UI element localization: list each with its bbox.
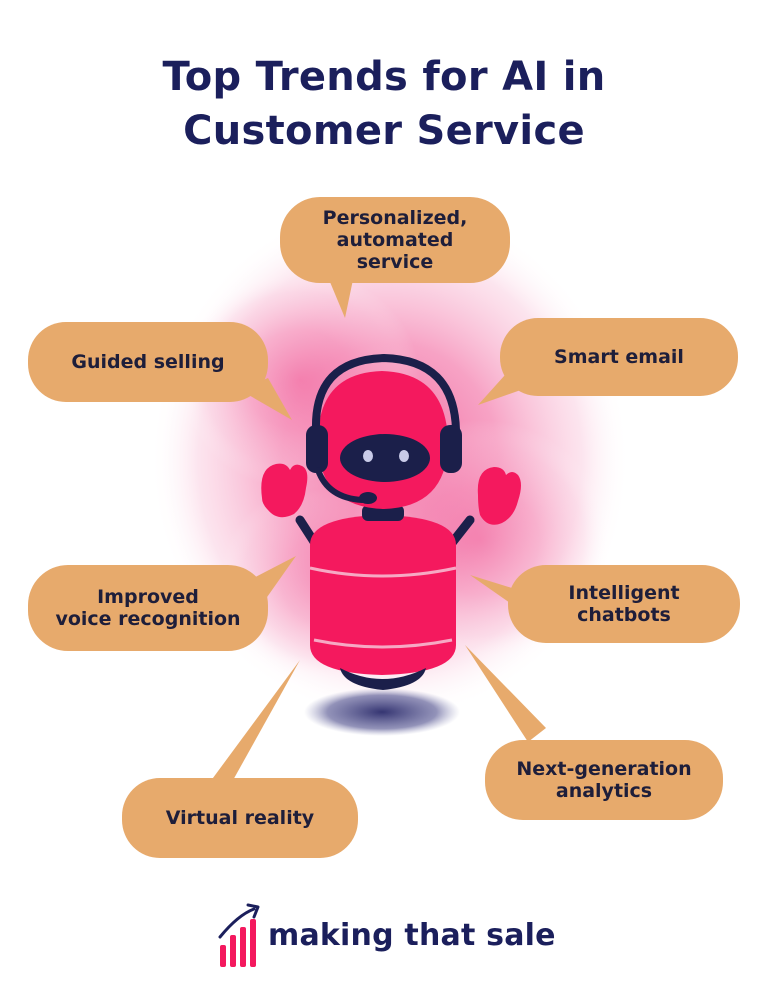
- tail-analytics: [465, 645, 546, 742]
- tail-vr: [210, 660, 300, 782]
- bubble-shape-email: [500, 318, 738, 396]
- bubble-shape-voice: [28, 565, 268, 651]
- tail-chatbots: [470, 575, 520, 610]
- robot-eye-left: [363, 450, 373, 462]
- robot-left-hand: [261, 463, 308, 518]
- robot-right-hand: [477, 467, 521, 525]
- title-line-2: Customer Service: [183, 108, 585, 154]
- bubble-shape-chatbots: [508, 565, 740, 643]
- robot-visor: [340, 434, 430, 482]
- robot-body: [310, 515, 456, 675]
- robot-shadow: [304, 688, 460, 736]
- trend-personalized: Personalized, automated service: [322, 207, 468, 273]
- page-title: Top Trends for AI in Customer Service: [0, 50, 768, 158]
- robot-eye-right: [399, 450, 409, 462]
- trend-voice-recognition: Improved voice recognition: [55, 586, 241, 630]
- bubble-shape-personalized: [280, 197, 510, 283]
- trend-analytics: Next-generation analytics: [516, 758, 692, 802]
- robot-illustration: [261, 353, 521, 690]
- logo-text: making that sale: [268, 917, 556, 953]
- headset-band: [311, 353, 460, 431]
- trend-virtual-reality: Virtual reality: [165, 807, 315, 829]
- bubble-shape-vr: [122, 778, 358, 858]
- bubble-shape-guided: [28, 322, 268, 402]
- trend-guided-selling: Guided selling: [71, 351, 225, 373]
- bubble-shape-analytics: [485, 740, 723, 820]
- brand-logo: making that sale: [218, 900, 556, 970]
- rising-bars-arrow-icon: [218, 903, 260, 967]
- title-line-1: Top Trends for AI in: [162, 54, 606, 100]
- trend-intelligent-chatbots: Intelligent chatbots: [568, 582, 680, 626]
- robot-base: [340, 668, 426, 690]
- trend-smart-email: Smart email: [554, 346, 684, 368]
- bubbles: [28, 197, 740, 858]
